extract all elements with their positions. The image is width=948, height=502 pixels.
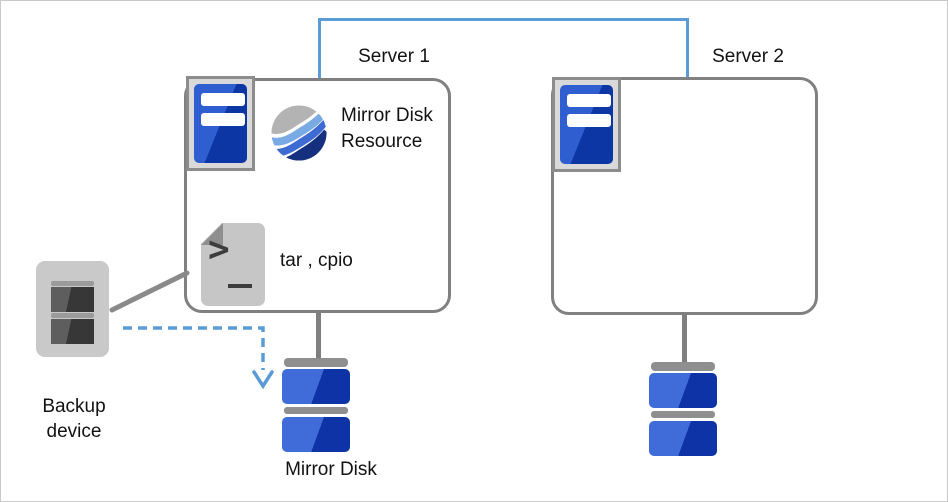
server-slot: [567, 94, 611, 107]
interconnect-line-left: [318, 18, 321, 78]
mirror-disk-2-icon: [649, 362, 717, 456]
server1-label: Server 1: [358, 46, 430, 67]
cursor-underscore: [228, 284, 252, 288]
tar-cpio-label: tar , cpio: [280, 250, 353, 271]
server2-disk-connector: [682, 314, 687, 363]
interconnect-line-right: [686, 18, 689, 77]
server2-icon: [552, 77, 621, 172]
script-icon: >: [201, 223, 265, 306]
server-slot: [201, 113, 245, 126]
server1-icon: [186, 76, 255, 171]
tape-slots: [51, 281, 94, 345]
server1-disk-connector: [316, 312, 321, 359]
backup-to-disk-dashed-line: [123, 326, 265, 370]
server-tower-shape: [194, 84, 247, 163]
backup-device-label: Backup device: [42, 396, 106, 442]
backup-device-icon: [36, 261, 109, 357]
mirror-disk-resource-label: Mirror Disk Resource: [341, 105, 433, 152]
mirror-disk-1-icon: [282, 358, 350, 452]
server-tower-shape: [560, 85, 613, 164]
mirror-disk-label: Mirror Disk: [285, 459, 377, 480]
interconnect-line-top: [318, 18, 689, 21]
server-slot: [567, 114, 611, 127]
prompt-glyph: >: [208, 229, 230, 270]
dashed-arrowhead: [252, 370, 274, 390]
backup-to-server-line: [109, 270, 190, 313]
mirror-disk-resource-icon: [271, 105, 327, 161]
server-slot: [201, 93, 245, 106]
server2-label: Server 2: [712, 46, 784, 67]
